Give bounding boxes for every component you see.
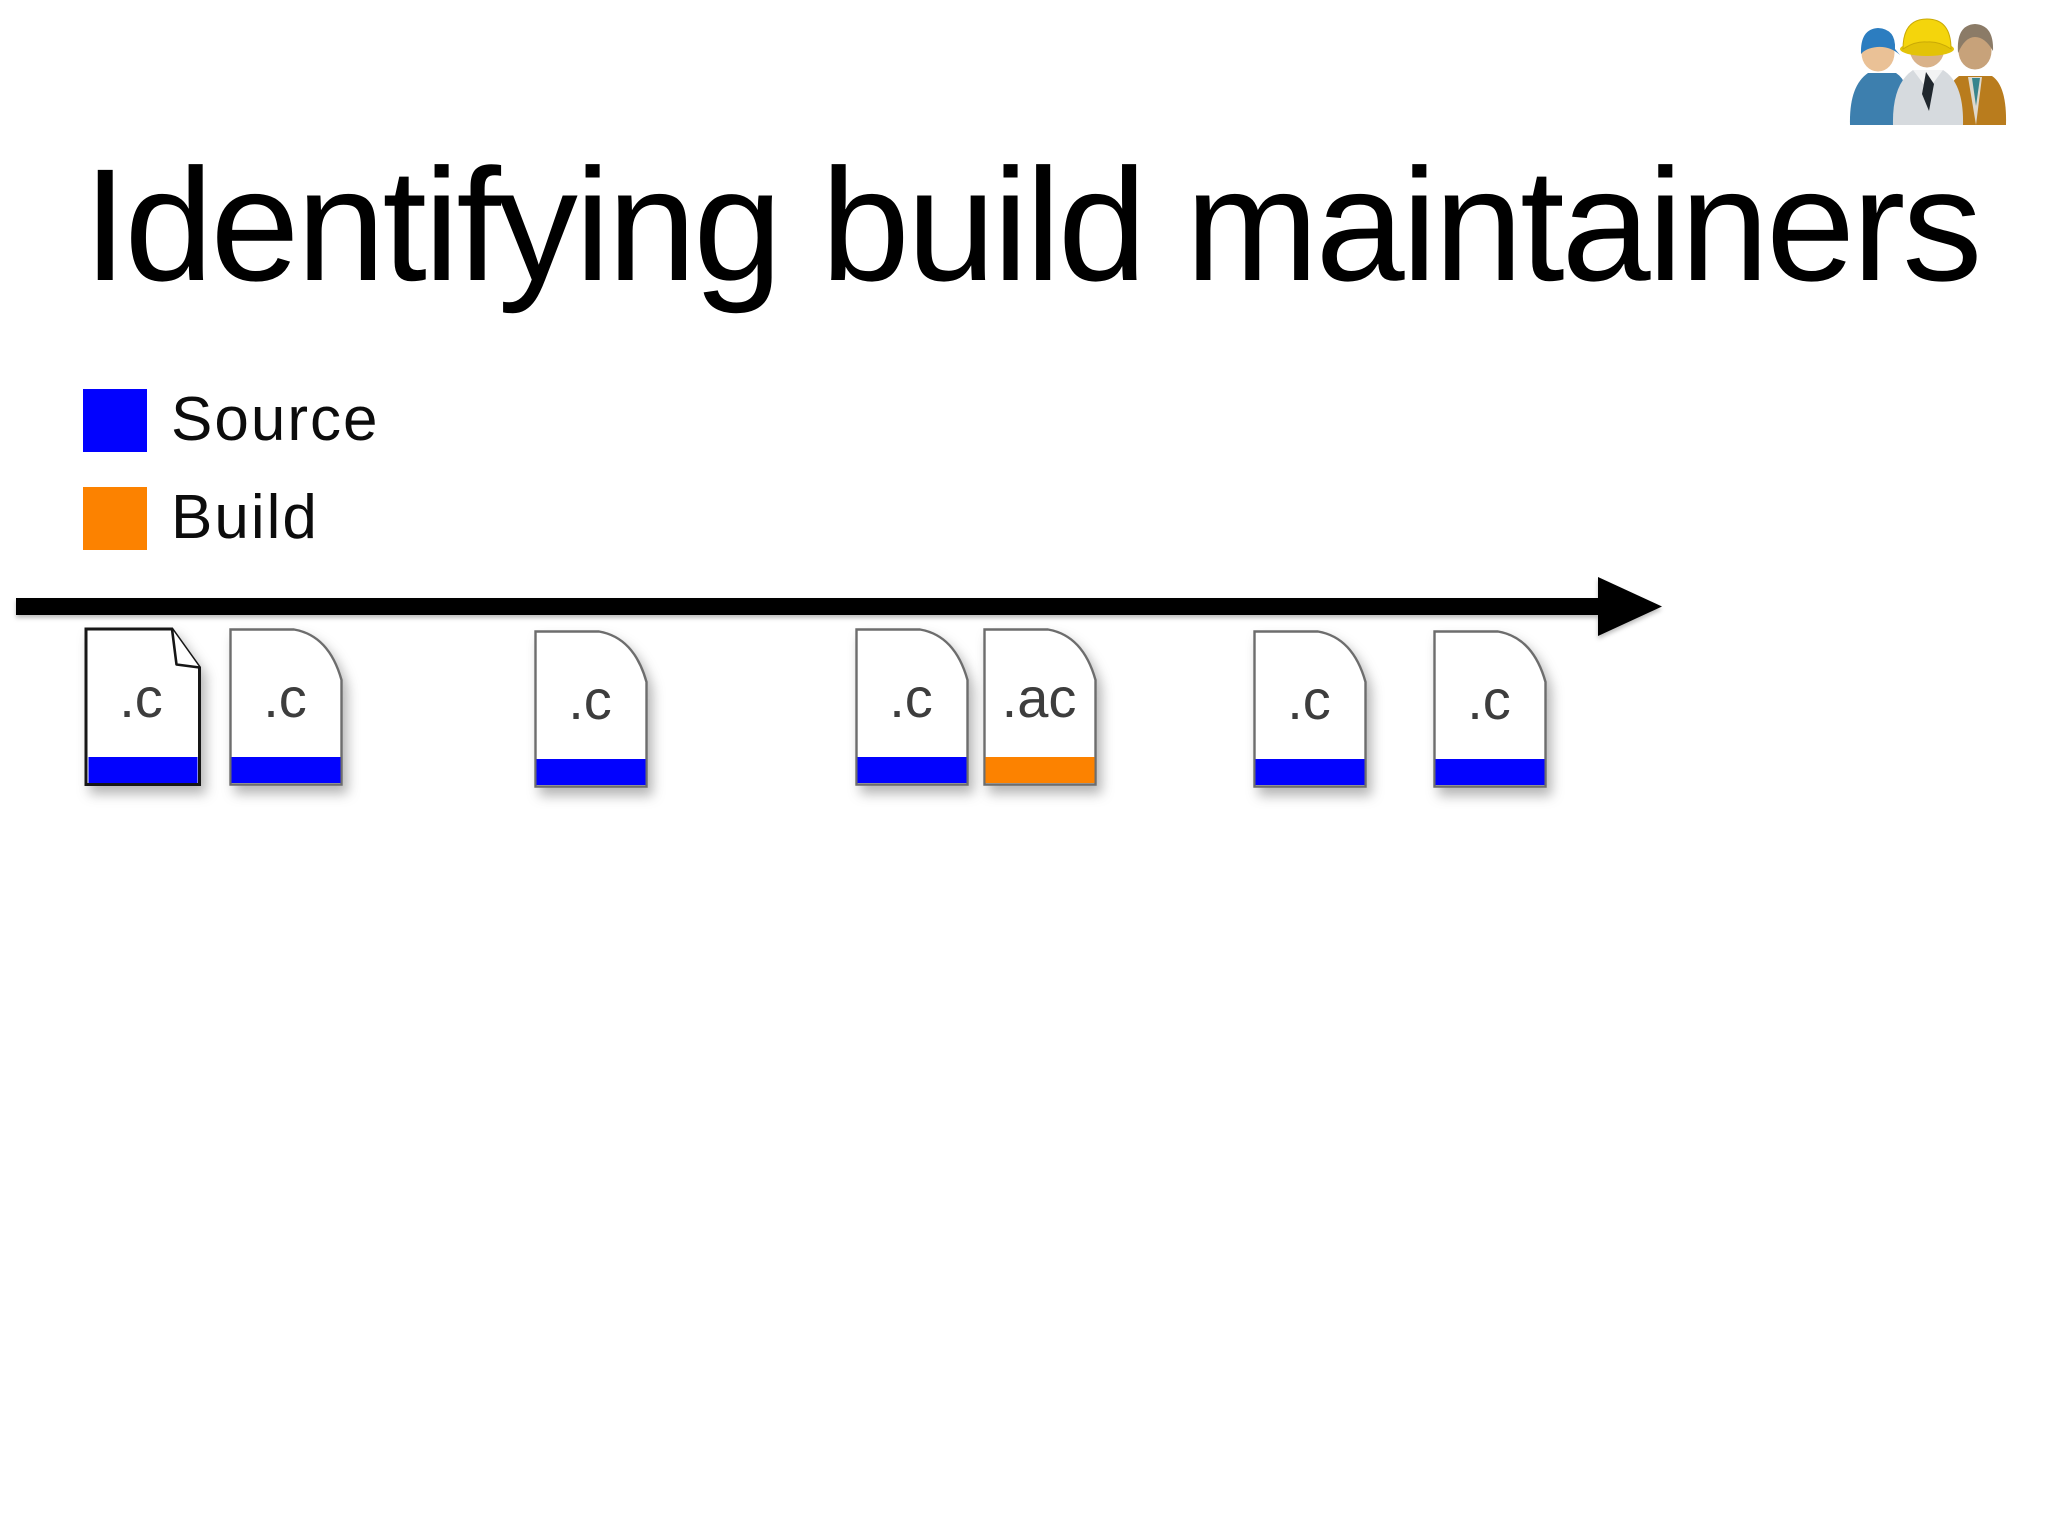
file-extension-label: .c bbox=[1467, 668, 1511, 731]
file-page bbox=[229, 628, 343, 786]
file-icon-1: .c bbox=[84, 627, 201, 786]
file-icon-6: .c bbox=[1253, 630, 1367, 788]
file-extension-label: .c bbox=[568, 668, 612, 731]
file-page bbox=[983, 628, 1097, 786]
page-title: Identifying build maintainers bbox=[83, 135, 1982, 314]
worker-hard-hat bbox=[1892, 18, 1964, 125]
worker-blue-cap bbox=[1849, 28, 1911, 125]
legend-item-build: Build bbox=[83, 486, 379, 550]
file-status-bar bbox=[1255, 759, 1365, 785]
arrow-head bbox=[1598, 577, 1662, 636]
legend-label-source: Source bbox=[171, 385, 380, 454]
legend-item-source: Source bbox=[83, 388, 379, 452]
file-extension-label: .c bbox=[119, 666, 163, 729]
file-status-bar bbox=[231, 757, 341, 783]
build-color-swatch bbox=[83, 486, 147, 550]
file-page bbox=[534, 630, 648, 788]
file-page bbox=[1433, 630, 1547, 788]
file-status-bar bbox=[1435, 759, 1545, 785]
legend: Source Build bbox=[83, 388, 379, 584]
file-page bbox=[84, 627, 201, 786]
file-extension-label: .c bbox=[263, 666, 307, 729]
file-status-bar bbox=[985, 757, 1095, 783]
timeline-arrow bbox=[16, 577, 1662, 636]
file-extension-label: .c bbox=[1287, 668, 1331, 731]
arrow-shaft bbox=[16, 598, 1606, 615]
file-status-bar bbox=[88, 757, 198, 783]
file-icon-2: .c bbox=[229, 628, 343, 786]
file-page bbox=[855, 628, 969, 786]
file-extension-label: .ac bbox=[1002, 666, 1077, 729]
file-page bbox=[1253, 630, 1367, 788]
file-extension-label: .c bbox=[889, 666, 933, 729]
source-color-swatch bbox=[83, 388, 147, 452]
file-status-bar bbox=[857, 757, 967, 783]
legend-label-build: Build bbox=[171, 483, 319, 552]
file-status-bar bbox=[536, 759, 646, 785]
people-icon bbox=[1849, 18, 2007, 125]
file-icon-4: .c bbox=[855, 628, 969, 786]
file-icon-7: .c bbox=[1433, 630, 1547, 788]
file-icon-5: .ac bbox=[983, 628, 1097, 786]
file-icon-3: .c bbox=[534, 630, 648, 788]
